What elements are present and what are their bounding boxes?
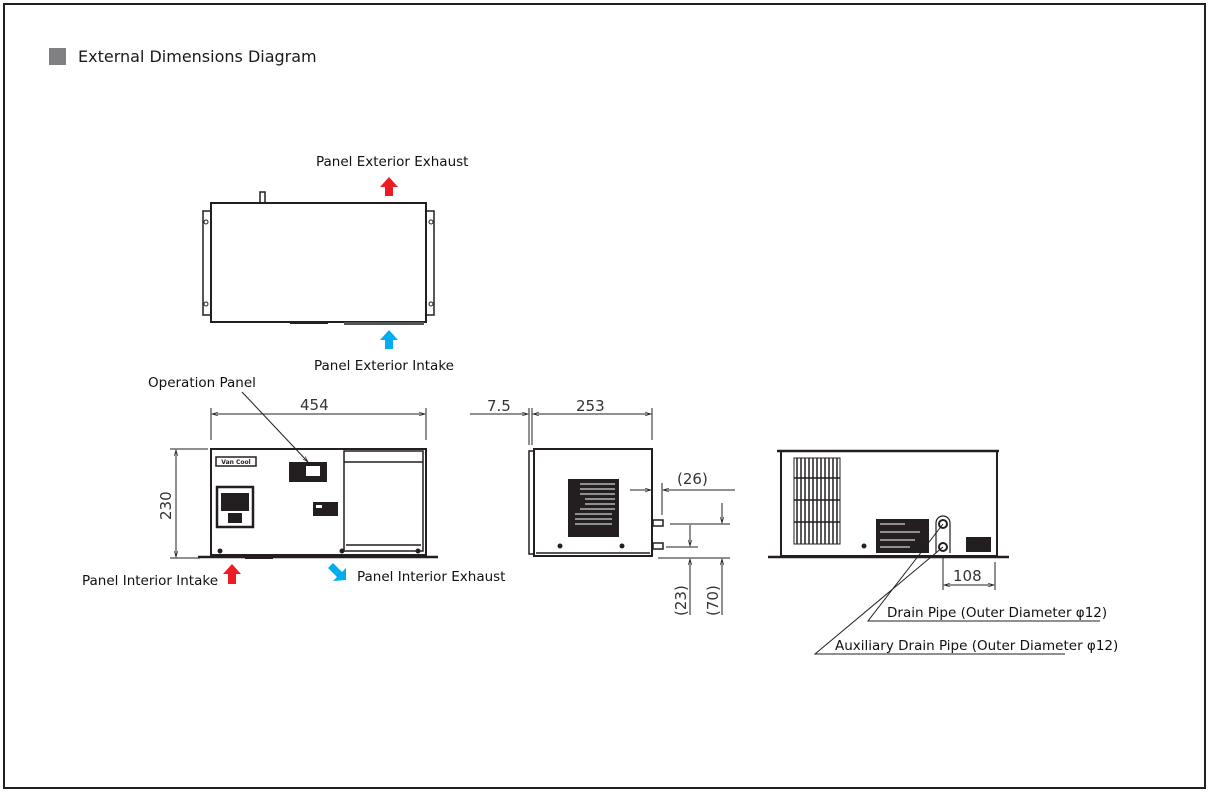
warning-label bbox=[966, 537, 991, 552]
top-view-body bbox=[210, 202, 427, 323]
title-square-icon bbox=[49, 48, 66, 65]
interior-intake-label: Panel Interior Intake bbox=[82, 573, 218, 589]
screw bbox=[339, 548, 345, 554]
exterior-intake-arrow-icon bbox=[380, 330, 398, 349]
drain-pipe-label: Drain Pipe (Outer Diameter φ12) bbox=[887, 605, 1107, 621]
operation-panel-display bbox=[306, 466, 320, 476]
side-flange bbox=[528, 450, 535, 555]
upper-pipe-dimension: (70) bbox=[704, 585, 722, 616]
offset-dimension: 7.5 bbox=[487, 397, 511, 415]
left-bracket bbox=[202, 210, 211, 316]
bracket-hole bbox=[428, 219, 434, 225]
screw bbox=[217, 548, 223, 554]
side-fan-grille bbox=[568, 479, 619, 537]
pipe-spacing-dimension: 108 bbox=[953, 567, 982, 585]
interior-intake-arrow-icon bbox=[223, 564, 241, 584]
rear-grille bbox=[793, 457, 841, 545]
aux-drain-pipe-leader bbox=[813, 546, 1065, 655]
rear-view: 108 Drain Pipe (Outer Diameter φ12) Auxi… bbox=[768, 449, 1118, 655]
interior-exhaust-arrow-icon bbox=[328, 563, 346, 581]
title-block: External Dimensions Diagram bbox=[49, 47, 317, 66]
breaker-base bbox=[228, 513, 242, 523]
warning-label-detail bbox=[316, 505, 322, 508]
bracket-hole bbox=[428, 301, 434, 307]
screw bbox=[619, 543, 625, 549]
drain-bracket bbox=[935, 515, 951, 553]
brand-plate bbox=[215, 456, 257, 467]
screw bbox=[557, 543, 563, 549]
exterior-intake-label: Panel Exterior Intake bbox=[314, 358, 454, 374]
operation-panel-leader bbox=[241, 391, 309, 463]
bracket-hole bbox=[203, 219, 209, 225]
top-view-stub bbox=[259, 191, 266, 204]
front-body bbox=[210, 448, 427, 556]
exterior-exhaust-label: Panel Exterior Exhaust bbox=[316, 154, 468, 170]
screw bbox=[415, 548, 421, 554]
lower-pipe bbox=[652, 542, 664, 550]
warning-label bbox=[313, 502, 338, 516]
interior-grille-door bbox=[343, 450, 424, 552]
pipe-protrusion-dimension: (26) bbox=[677, 470, 708, 488]
bracket-hole bbox=[203, 301, 209, 307]
height-dimension: 230 bbox=[157, 491, 175, 520]
depth-dimension: 253 bbox=[576, 397, 605, 415]
front-foot bbox=[245, 556, 273, 559]
upper-pipe bbox=[652, 519, 664, 527]
aux-drain-pipe-label: Auxiliary Drain Pipe (Outer Diameter φ12… bbox=[835, 638, 1118, 654]
right-bracket bbox=[426, 210, 435, 316]
breaker-switch bbox=[221, 493, 249, 511]
lower-pipe-dimension: (23) bbox=[672, 585, 690, 616]
width-dimension: 454 bbox=[300, 396, 329, 414]
top-view-foot bbox=[290, 321, 328, 324]
exterior-exhaust-arrow-icon bbox=[380, 177, 398, 196]
front-view: Operation Panel 454 230 Van Cool bbox=[82, 375, 505, 589]
brand-plate-text: Van Cool bbox=[221, 459, 250, 466]
drain-pipe-leader bbox=[866, 523, 1100, 622]
operation-panel-label: Operation Panel bbox=[148, 375, 256, 391]
diagram-frame bbox=[3, 3, 1206, 789]
top-view: Panel Exterior Exhaust Panel Exterior In… bbox=[202, 154, 468, 374]
top-view-intake-grille bbox=[344, 322, 424, 325]
page-title: External Dimensions Diagram bbox=[78, 47, 317, 66]
side-view: 7.5 253 (26) bbox=[470, 397, 735, 616]
interior-exhaust-label: Panel Interior Exhaust bbox=[357, 569, 505, 585]
screw bbox=[861, 543, 867, 549]
